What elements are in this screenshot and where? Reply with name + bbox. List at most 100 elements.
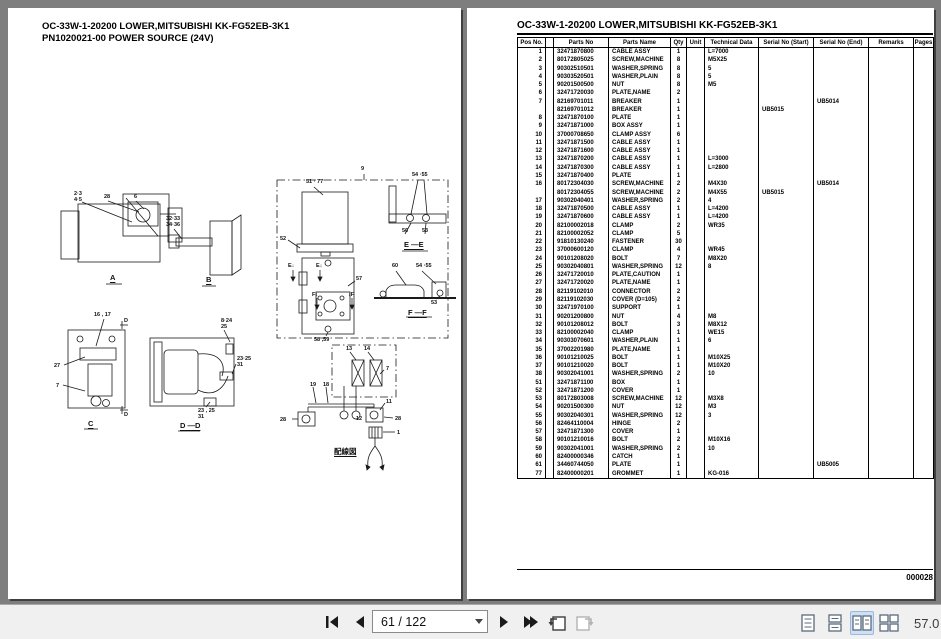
previous-view-button[interactable] (546, 612, 570, 632)
right-page: OC-33W-1-20200 LOWER,MITSUBISHI KK-FG52E… (467, 8, 934, 599)
document-canvas: OC-33W-1-20200 LOWER,MITSUBISHI KK-FG52E… (8, 8, 934, 599)
diagram-callout: 18 (323, 382, 330, 388)
two-page-layout-button[interactable] (850, 611, 874, 635)
diagram-callout: 14 (364, 346, 371, 352)
diagram-callout: 7 (386, 366, 390, 372)
column-header: Remarks (868, 37, 914, 48)
diagram-callout: 28 (395, 416, 402, 422)
last-page-icon (524, 616, 538, 628)
column-header: Serial No (End) (813, 37, 869, 48)
diagram-callout: 53 (422, 228, 429, 234)
page-number-field (372, 610, 488, 633)
diagram-callout: E↓ (288, 263, 295, 269)
last-page-button[interactable] (520, 612, 540, 632)
diagram-callout: ↓F (348, 292, 355, 298)
next-view-button[interactable] (572, 612, 596, 632)
diagram-callout: 7 (56, 383, 60, 389)
diagram-callout: 2·3 4·5 (74, 191, 82, 203)
diagram-callout: 28 (280, 417, 287, 423)
catalog-page-number: 000028 (906, 573, 933, 582)
diagram-callout: E↓ (316, 263, 323, 269)
diagram-callout: 16 , 17 (94, 312, 111, 318)
column-header: Qty (670, 37, 687, 48)
diagram-callout: 9 (361, 166, 365, 172)
first-page-icon (326, 616, 338, 628)
single-page-layout-button[interactable] (796, 611, 820, 635)
diagram-callout: 28 (104, 194, 111, 200)
page-dropdown-icon[interactable] (475, 619, 483, 624)
first-page-button[interactable] (322, 612, 342, 632)
left-title-line2: PN1020021-00 POWER SOURCE (24V) (42, 32, 214, 44)
diagram-callout: 12 (356, 416, 363, 422)
continuous-layout-button[interactable] (823, 611, 847, 635)
diagram-callout: 23 , 25 31 (198, 408, 215, 420)
diagram-callout: 54 ·55 (412, 172, 428, 178)
diagram-callout: 11 (386, 399, 392, 405)
column-header: Pages (913, 37, 934, 48)
diagram-view-label: E —E (404, 240, 424, 249)
diagram-callout: D (124, 318, 128, 324)
two-page-continuous-layout-button[interactable] (877, 611, 901, 635)
page-number-input[interactable] (373, 611, 479, 632)
footer-rule (517, 569, 933, 570)
column-header: Technical Data (704, 37, 759, 48)
left-page: OC-33W-1-20200 LOWER,MITSUBISHI KK-FG52E… (8, 8, 461, 599)
zoom-level-value: 57.0 (914, 616, 940, 631)
next-page-button[interactable] (494, 612, 514, 632)
single-page-layout-icon (801, 614, 815, 632)
right-page-title: OC-33W-1-20200 LOWER,MITSUBISHI KK-FG52E… (517, 20, 933, 35)
diagram-view-label: 配線図 (334, 447, 357, 456)
diagram-callout: 1 (397, 430, 401, 436)
continuous-layout-icon (828, 614, 842, 632)
previous-page-icon (356, 616, 364, 628)
column-header: Parts Name (608, 37, 671, 48)
previous-page-button[interactable] (350, 612, 370, 632)
diagram-callout: D (124, 412, 128, 418)
diagram-callout: 19 (310, 382, 317, 388)
column-header: Serial No (Start) (758, 37, 814, 48)
diagram-view-label: A (110, 273, 116, 282)
diagram-callout: 27 (54, 363, 61, 369)
diagram-callout: 53 (431, 300, 438, 306)
next-view-icon (576, 616, 594, 631)
